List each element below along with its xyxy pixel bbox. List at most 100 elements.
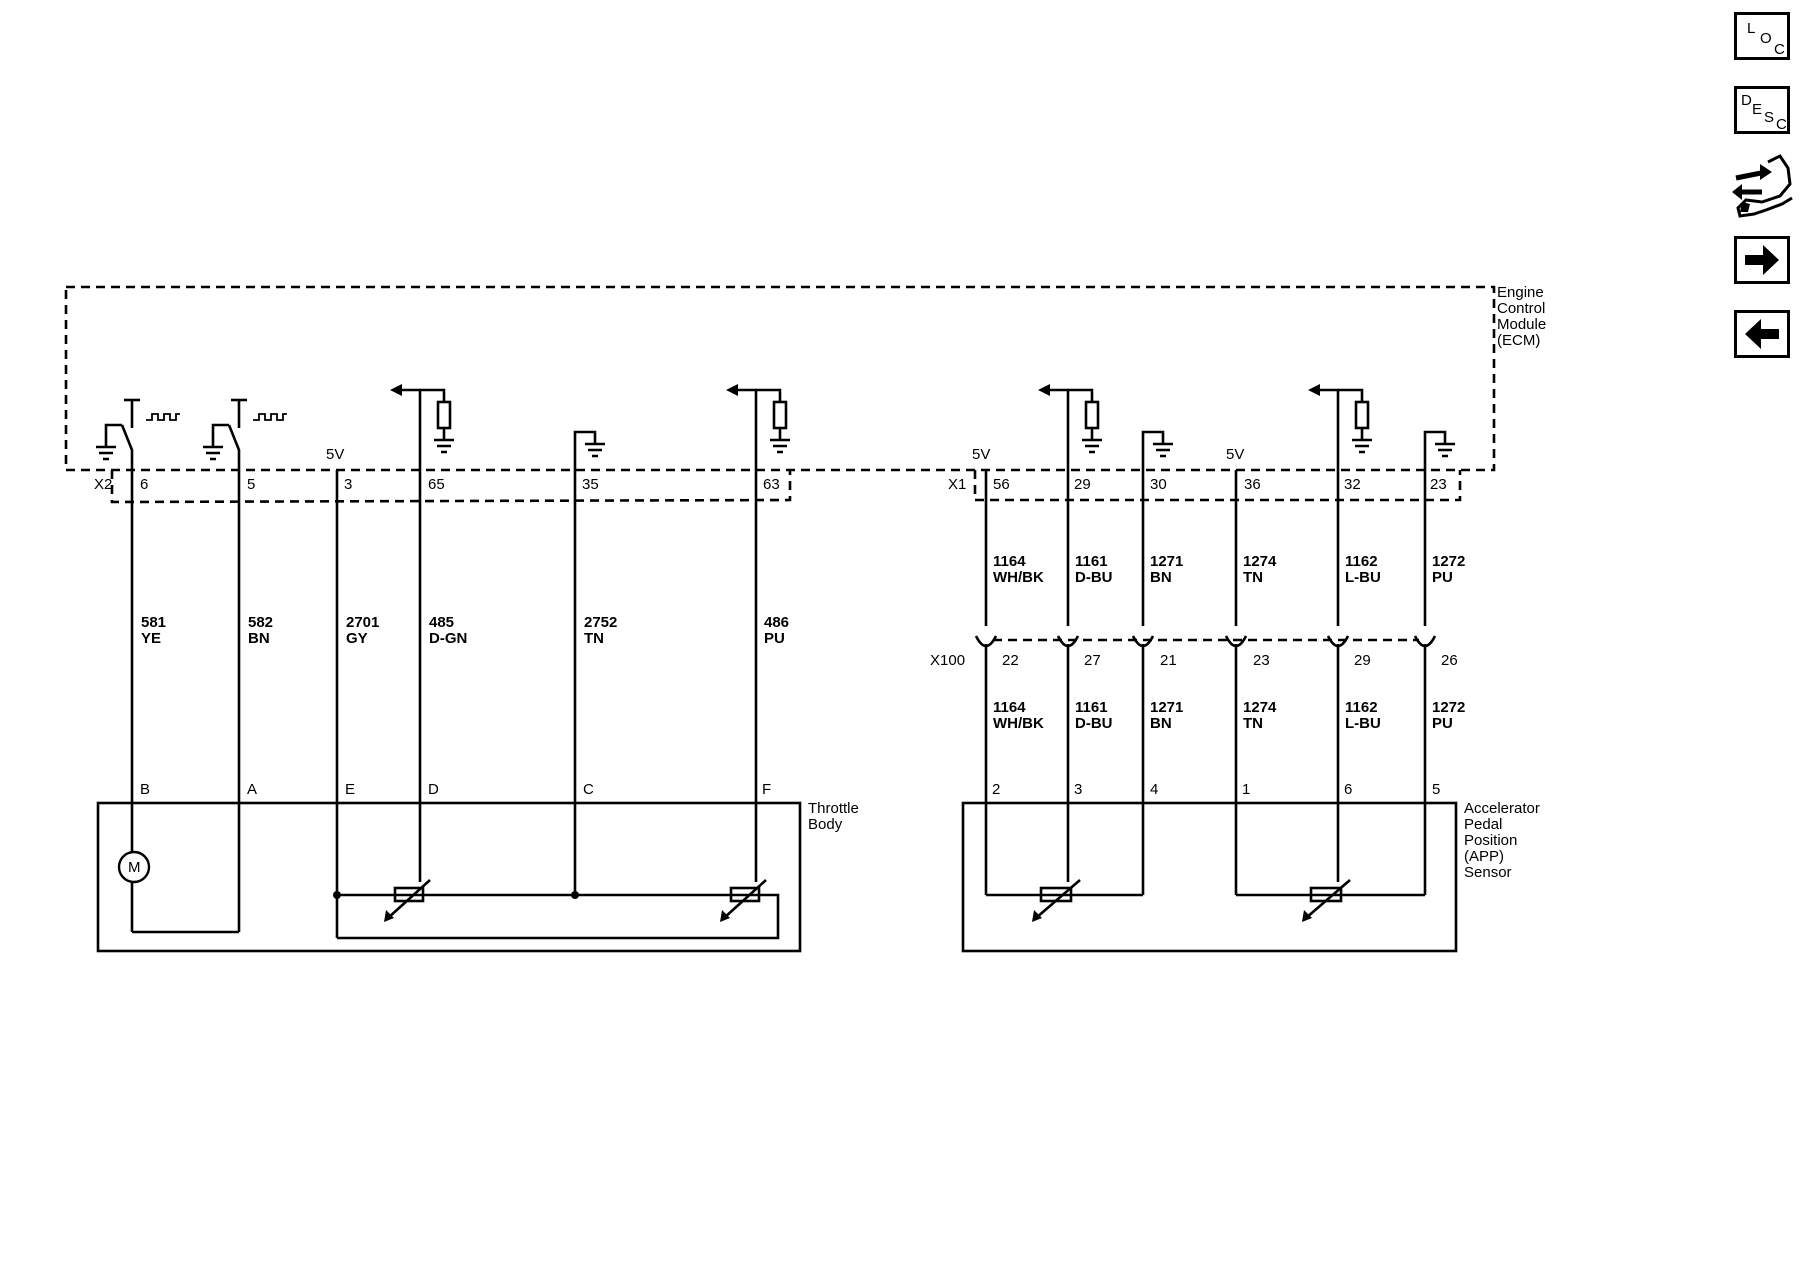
app-sensor-box [961,801,1458,953]
svg-text:63: 63 [763,476,780,493]
svg-text:23: 23 [1430,476,1447,493]
svg-text:L-BU: L-BU [1345,569,1381,586]
wiring-diagram: Engine Control Module (ECM) X2 X1 6 5 3 … [64,284,1546,953]
x100-pin-labels: 22 27 21 23 29 26 [1002,652,1458,669]
loc-letter-l: L [1747,20,1756,37]
svg-text:Throttle: Throttle [808,800,859,817]
throttle-position-sensors [333,879,780,940]
motor-driver-switch-2 [203,398,287,470]
svg-text:WH/BK: WH/BK [993,715,1044,732]
svg-text:21: 21 [1160,652,1177,669]
connector-end-view-icon[interactable] [1732,154,1794,220]
svg-text:35: 35 [582,476,599,493]
desc-letter-s: S [1764,109,1775,126]
loc-letter-o: O [1760,30,1772,47]
svg-text:1272: 1272 [1432,553,1465,570]
ecm-low-reference-30 [1141,430,1173,470]
svg-text:56: 56 [993,476,1010,493]
throttle-pin-labels: B A E D C F [140,781,771,798]
ecm-signal-input-63 [726,384,790,470]
svg-text:2701: 2701 [346,614,379,631]
description-button[interactable]: D E S C [1734,86,1790,134]
svg-text:(APP): (APP) [1464,848,1504,865]
location-button[interactable]: L O C [1734,12,1790,60]
svg-text:2752: 2752 [584,614,617,631]
svg-text:29: 29 [1074,476,1091,493]
ecm-label: Engine Control Module (ECM) [1497,284,1546,349]
x1-pin-labels: 56 29 30 36 32 23 [993,476,1447,493]
svg-text:WH/BK: WH/BK [993,569,1044,586]
svg-text:Control: Control [1497,300,1545,317]
x100-inline-connector [974,635,1437,648]
throttle-body-label: Throttle Body [808,800,859,833]
svg-text:3: 3 [344,476,352,493]
next-page-button[interactable] [1734,236,1790,284]
ecm-signal-input-65 [390,384,454,470]
svg-text:486: 486 [764,614,789,631]
svg-text:1274: 1274 [1243,699,1277,716]
x2-connector-label: X2 [94,476,112,493]
app-circuit-labels-lower: 1164 WH/BK 1161 D-BU 1271 BN 1274 TN 116… [993,699,1465,732]
svg-text:4: 4 [1150,781,1158,798]
app-pin-labels: 2 3 4 1 6 5 [992,781,1440,798]
svg-text:1162: 1162 [1345,699,1378,716]
svg-text:1271: 1271 [1150,699,1183,716]
svg-text:TN: TN [584,630,604,647]
svg-text:1164: 1164 [993,553,1026,570]
svg-text:E: E [345,781,355,798]
x2-pin-labels: 6 5 3 65 35 63 [140,476,780,493]
svg-text:BN: BN [1150,715,1172,732]
ecm-low-reference-23 [1423,430,1455,470]
app-wires [984,470,1427,895]
ecm-boundary [64,285,1496,472]
ref-5v-label: 5V [972,446,990,463]
svg-text:D: D [428,781,439,798]
svg-text:32: 32 [1344,476,1361,493]
svg-text:1274: 1274 [1243,553,1277,570]
arrow-right-icon [1745,245,1779,275]
svg-text:TN: TN [1243,715,1263,732]
svg-text:22: 22 [1002,652,1019,669]
desc-letter-c: C [1776,116,1787,133]
desc-letter-d: D [1741,92,1752,109]
svg-text:C: C [583,781,594,798]
throttle-wires [130,470,758,938]
ref-5v-label: 5V [326,446,344,463]
svg-text:YE: YE [141,630,161,647]
svg-text:2: 2 [992,781,1000,798]
svg-text:1: 1 [1242,781,1250,798]
svg-text:582: 582 [248,614,273,631]
x1-connector-label: X1 [948,476,966,493]
throttle-body-box [96,801,802,953]
svg-text:GY: GY [346,630,368,647]
svg-text:1271: 1271 [1150,553,1183,570]
svg-text:5: 5 [1432,781,1440,798]
svg-text:BN: BN [1150,569,1172,586]
svg-text:27: 27 [1084,652,1101,669]
svg-text:29: 29 [1354,652,1371,669]
ref-5v-label: 5V [1226,446,1244,463]
svg-text:B: B [140,781,150,798]
svg-text:65: 65 [428,476,445,493]
throttle-circuit-labels: 581 YE 582 BN 2701 GY 485 D-GN 2752 TN 4… [141,614,789,647]
ecm-low-reference-35 [573,430,605,470]
svg-text:30: 30 [1150,476,1167,493]
svg-text:1161: 1161 [1075,699,1108,716]
app-sensor-label: Accelerator Pedal Position (APP) Sensor [1464,800,1540,881]
app-position-sensors [986,879,1425,922]
svg-text:581: 581 [141,614,166,631]
desc-letter-e: E [1752,101,1763,118]
svg-text:Position: Position [1464,832,1517,849]
svg-text:Pedal: Pedal [1464,816,1502,833]
svg-text:D-GN: D-GN [429,630,467,647]
previous-page-button[interactable] [1734,310,1790,358]
svg-text:1272: 1272 [1432,699,1465,716]
svg-text:D-BU: D-BU [1075,569,1113,586]
svg-text:Sensor: Sensor [1464,864,1512,881]
motor-driver-switch-1 [96,398,180,470]
ecm-signal-input-29 [1038,384,1102,470]
svg-text:6: 6 [140,476,148,493]
svg-text:A: A [247,781,257,798]
svg-text:Module: Module [1497,316,1546,333]
svg-text:36: 36 [1244,476,1261,493]
